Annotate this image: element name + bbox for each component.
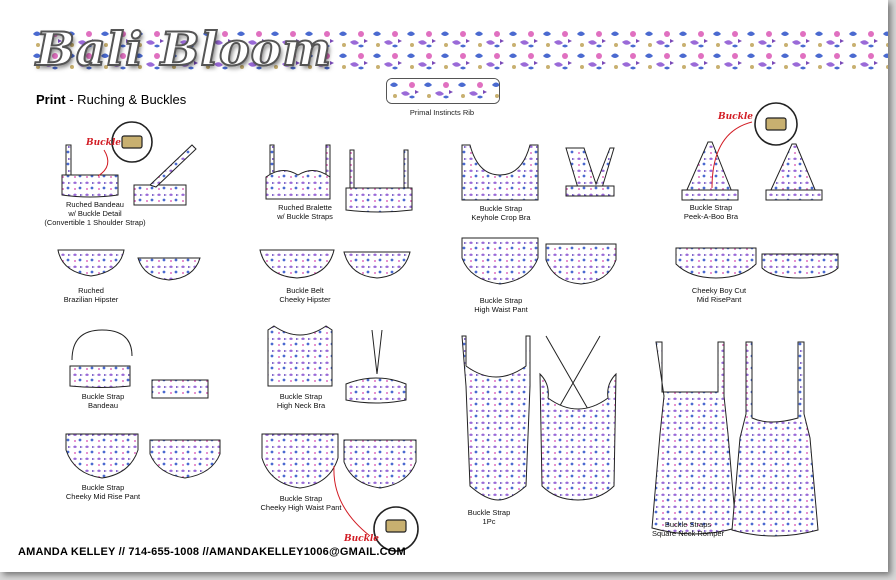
callout-buckle-bandeau: Buckle	[86, 138, 122, 148]
callout-buckle-peek-a-boo: Buckle	[718, 112, 754, 122]
brazilian-hipster-sketch	[57, 249, 201, 281]
ruched-bralette-sketch	[265, 144, 413, 213]
floral-print-banner	[30, 28, 888, 72]
floral-pattern-image	[30, 30, 888, 70]
subtitle-print: Print	[36, 92, 66, 107]
boy-cut-pant-sketch	[675, 247, 839, 279]
cheeky-hipster-sketch	[259, 249, 411, 279]
ruched-bandeau-sketch	[61, 144, 197, 206]
flat-sketches	[57, 102, 839, 552]
keyhole-crop-bra-sketch	[461, 144, 615, 201]
subtitle-theme: - Ruching & Buckles	[65, 92, 187, 107]
callout-buckle-pant: Buckle	[344, 534, 380, 544]
peek-a-boo-bra-sketch	[681, 141, 823, 201]
romper-sketch	[651, 341, 819, 537]
high-neck-bra-sketch	[267, 325, 407, 404]
print-swatch-label: Primal Instincts Rib	[409, 108, 475, 117]
brand-logo: Bali Bloom	[35, 21, 333, 77]
designer-contact-footer: AMANDA KELLEY // 714-655-1008 //AMANDAKE…	[18, 546, 406, 558]
print-swatch	[386, 78, 500, 104]
cheeky-high-waist-pant-sketch	[261, 433, 417, 489]
one-piece-sketch	[461, 335, 617, 501]
tech-sheet-page: Bali Bloom Print - Ruching & Buckles Pri…	[0, 0, 888, 572]
buckle-strap-bandeau-sketch	[69, 329, 209, 399]
high-waist-pant-sketch	[461, 237, 617, 285]
page-subtitle: Print - Ruching & Buckles	[36, 92, 186, 107]
cheeky-mid-rise-pant-sketch	[65, 433, 221, 479]
